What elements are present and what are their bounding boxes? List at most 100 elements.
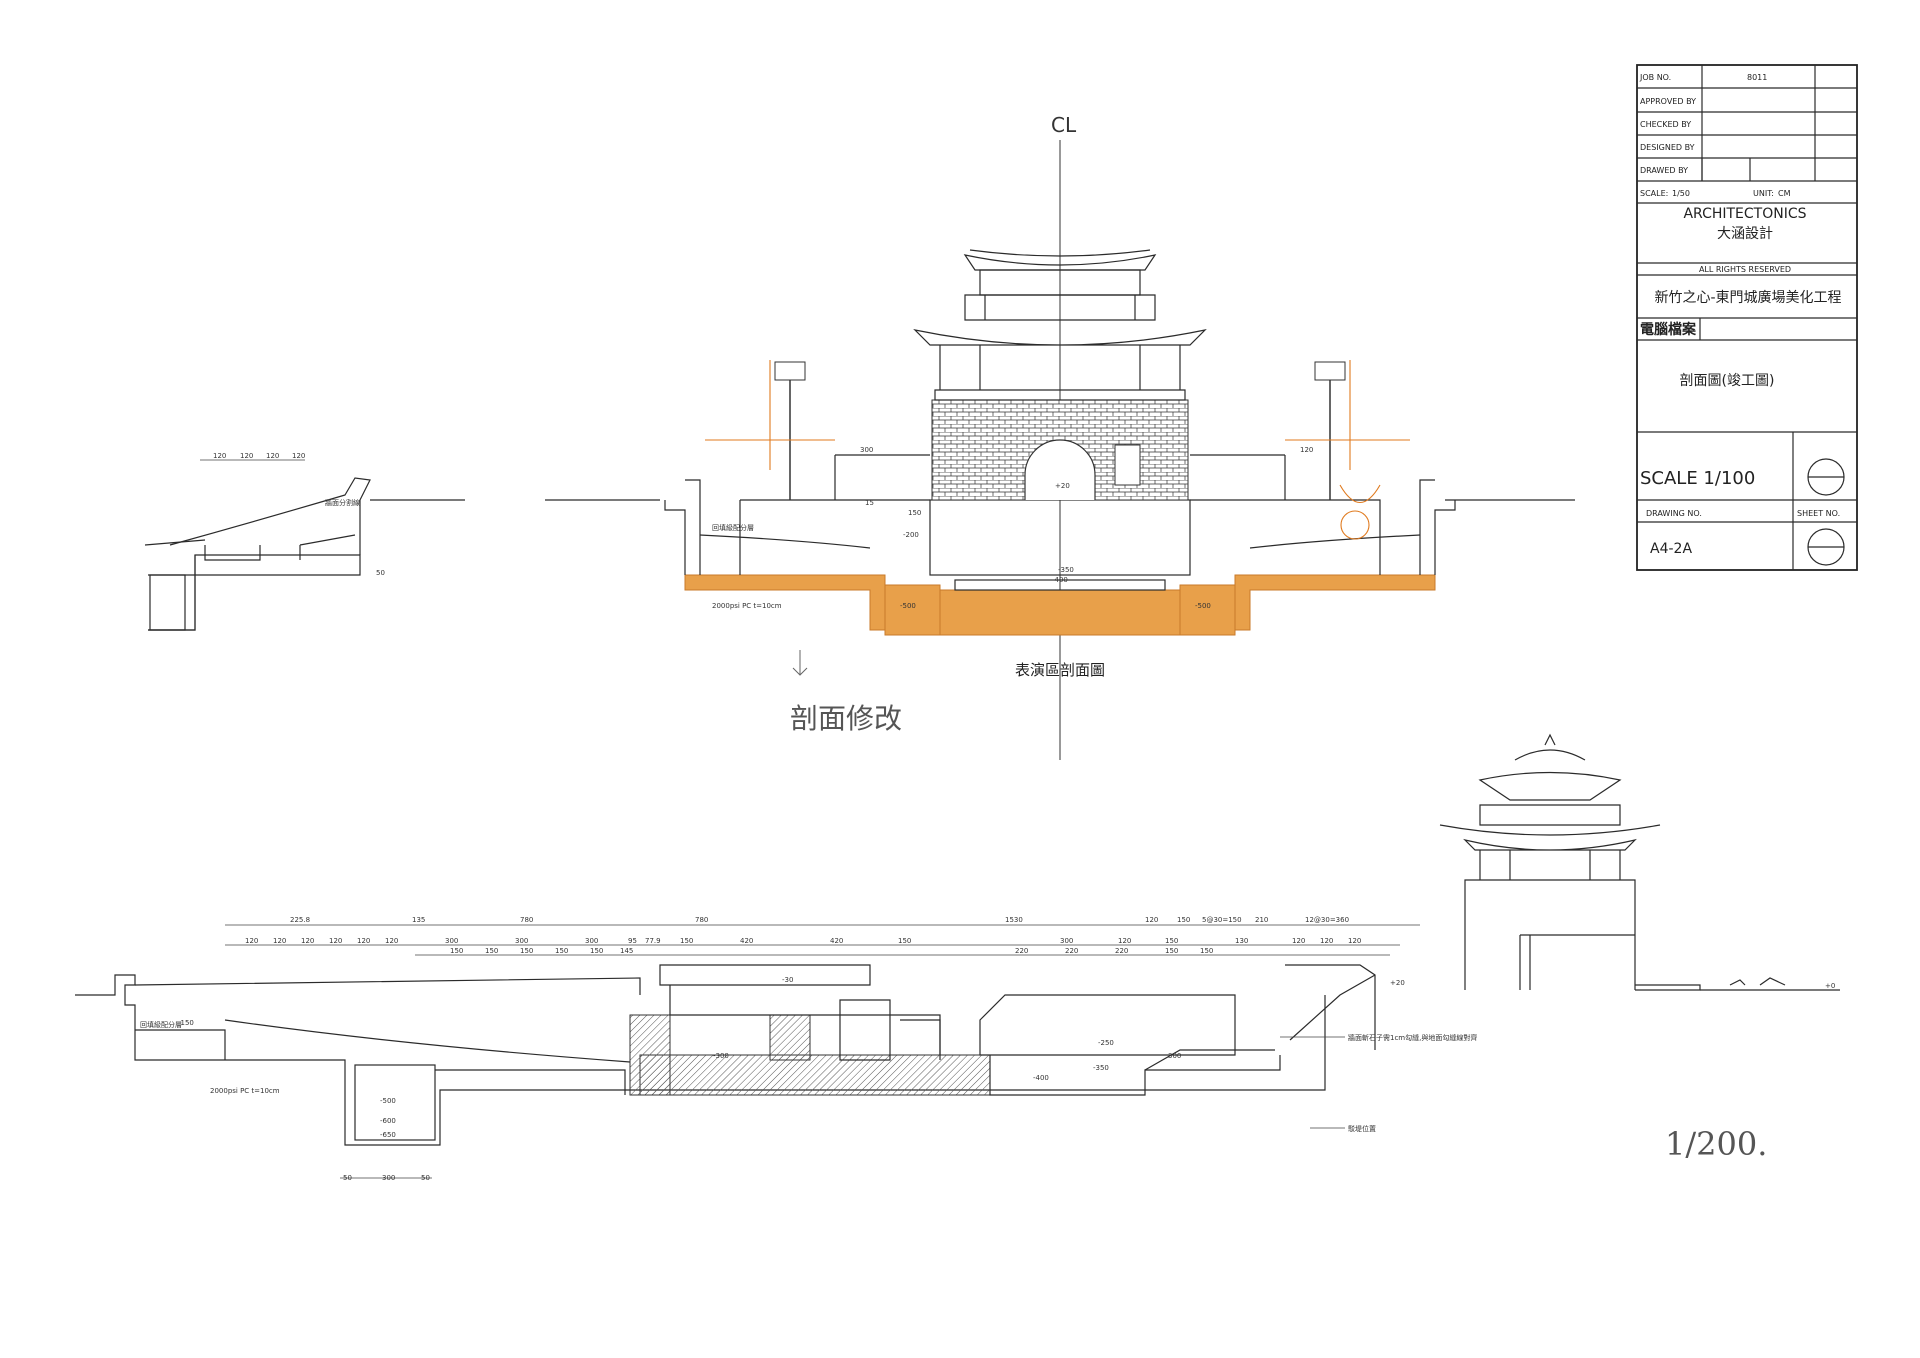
dim3-1: 150 bbox=[485, 947, 498, 955]
upper-lv-plus20: +20 bbox=[1055, 482, 1070, 490]
light-pole-right bbox=[1285, 360, 1410, 500]
upper-dim-300: 300 bbox=[860, 446, 873, 454]
side-dim-1: 120 bbox=[213, 452, 226, 460]
lower-lv-8: -600 bbox=[380, 1117, 396, 1125]
bottom-dim-0: 50 bbox=[343, 1174, 352, 1182]
dim2-3: 120 bbox=[329, 937, 342, 945]
dim1-2: 780 bbox=[520, 916, 533, 924]
upper-dim-15: 15 bbox=[865, 499, 874, 507]
wall-finish-note: 牆面斬石子需1cm勾縫,與地面勾縫線對齊 bbox=[1348, 1033, 1477, 1042]
dim2-8: 300 bbox=[585, 937, 598, 945]
handwritten-note: 剖面修改 bbox=[790, 702, 902, 735]
dim3-6: 220 bbox=[1015, 947, 1028, 955]
lower-lv-1: -30 bbox=[782, 976, 793, 984]
dim2-6: 300 bbox=[445, 937, 458, 945]
upper-caption: 表演區剖面圖 bbox=[1015, 661, 1105, 679]
side-detail: 120 120 120 120 牆面分割線 50 bbox=[144, 452, 465, 631]
upper-pc-note: 2000psi PC t=10cm bbox=[712, 602, 782, 610]
dim2-15: 300 bbox=[1060, 937, 1073, 945]
lower-lv-3: -300 bbox=[713, 1052, 729, 1060]
dim1-4: 1530 bbox=[1005, 916, 1023, 924]
dim2-11: 150 bbox=[680, 937, 693, 945]
scale-value: 1/50 bbox=[1672, 189, 1690, 198]
firm-name-en: ARCHITECTONICS bbox=[1683, 206, 1806, 222]
gate-tower bbox=[913, 249, 1207, 501]
centerline-label: CL bbox=[1051, 113, 1077, 137]
job-no-value: 8011 bbox=[1747, 73, 1767, 82]
side-note: 牆面分割線 bbox=[325, 498, 360, 507]
bottom-dim-1: 300 bbox=[382, 1174, 395, 1182]
dim3-2: 150 bbox=[520, 947, 533, 955]
dim2-12: 420 bbox=[740, 937, 753, 945]
upper-drain-note: 回填級配分層 bbox=[712, 523, 754, 532]
lower-pc-note: 2000psi PC t=10cm bbox=[210, 1087, 280, 1095]
dim2-4: 120 bbox=[357, 937, 370, 945]
lower-sump bbox=[354, 1064, 436, 1141]
lower-lv-9: -650 bbox=[380, 1131, 396, 1139]
dim2-20: 120 bbox=[1320, 937, 1333, 945]
checked-label: CHECKED BY bbox=[1640, 120, 1691, 129]
upper-dim-120: 120 bbox=[1300, 446, 1313, 454]
dim2-7: 300 bbox=[515, 937, 528, 945]
dim2-9: 95 bbox=[628, 937, 637, 945]
sheet-title: 剖面圖(竣工圖) bbox=[1680, 373, 1775, 389]
dim3-5: 145 bbox=[620, 947, 633, 955]
job-no-label: JOB NO. bbox=[1639, 73, 1671, 82]
sheet-no-label: SHEET NO. bbox=[1797, 509, 1840, 518]
dim3-10: 150 bbox=[1200, 947, 1213, 955]
side-dim-2: 120 bbox=[240, 452, 253, 460]
drawed-label: DRAWED BY bbox=[1640, 166, 1688, 175]
drawing-no-value: A4-2A bbox=[1650, 541, 1692, 557]
drawing-no-label: DRAWING NO. bbox=[1646, 509, 1702, 518]
unit-label: UNIT: bbox=[1753, 189, 1774, 198]
lower-lv-5: -350 bbox=[1093, 1064, 1109, 1072]
dim1-8: 210 bbox=[1255, 916, 1268, 924]
computer-file-label: 電腦檔案 bbox=[1640, 321, 1697, 338]
dim2-17: 150 bbox=[1165, 937, 1178, 945]
light-pole-left bbox=[705, 360, 835, 500]
dim3-3: 150 bbox=[555, 947, 568, 955]
side-dim-50: 50 bbox=[376, 569, 385, 577]
lower-lv-2: -150 bbox=[178, 1019, 194, 1027]
scale-big: SCALE 1/100 bbox=[1640, 468, 1755, 489]
dim3-7: 220 bbox=[1065, 947, 1078, 955]
lower-lv-6: -400 bbox=[1033, 1074, 1049, 1082]
side-dim-4: 120 bbox=[292, 452, 305, 460]
lower-section: 225.8 135 780 780 1530 120 150 5@30=150 … bbox=[75, 733, 1840, 1182]
lower-stage-hatch bbox=[639, 1054, 991, 1096]
dim2-1: 120 bbox=[273, 937, 286, 945]
approved-label: APPROVED BY bbox=[1640, 97, 1696, 106]
dim1-7: 5@30=150 bbox=[1202, 916, 1242, 924]
lower-tower bbox=[1439, 733, 1661, 990]
left-sump bbox=[884, 584, 941, 636]
dim3-9: 150 bbox=[1165, 947, 1178, 955]
upper-section: 2000psi PC t=10cm 回填級配分層 +20 -200 -350 -… bbox=[545, 249, 1575, 735]
lower-lv-4: -250 bbox=[1098, 1039, 1114, 1047]
scale-label: SCALE: bbox=[1640, 189, 1668, 198]
dim2-5: 120 bbox=[385, 937, 398, 945]
right-sump bbox=[1179, 584, 1236, 636]
lower-lv-7: -500 bbox=[380, 1097, 396, 1105]
upper-lv-minus500-right: -500 bbox=[1195, 602, 1211, 610]
designed-label: DESIGNED BY bbox=[1640, 143, 1695, 152]
rights-text: ALL RIGHTS RESERVED bbox=[1699, 265, 1791, 274]
dim2-21: 120 bbox=[1348, 937, 1361, 945]
dim1-0: 225.8 bbox=[290, 916, 310, 924]
firm-name-zh: 大涵設計 bbox=[1717, 226, 1773, 242]
dim1-9: 12@30=360 bbox=[1305, 916, 1349, 924]
retaining-note: 駁堤位置 bbox=[1348, 1124, 1376, 1133]
dim1-5: 120 bbox=[1145, 916, 1158, 924]
dim2-10: 77.9 bbox=[645, 937, 661, 945]
upper-lv-minus350: -350 bbox=[1058, 566, 1074, 574]
title-block: JOB NO. 8011 APPROVED BY CHECKED BY DESI… bbox=[1636, 64, 1858, 571]
lower-drain-note: 回填級配分層 bbox=[140, 1020, 182, 1029]
dim1-3: 780 bbox=[695, 916, 708, 924]
dim2-13: 420 bbox=[830, 937, 843, 945]
dim2-0: 120 bbox=[245, 937, 258, 945]
dim3-8: 220 bbox=[1115, 947, 1128, 955]
upper-dim-150: 150 bbox=[908, 509, 921, 517]
bottom-dim-2: 50 bbox=[421, 1174, 430, 1182]
dim2-18: 130 bbox=[1235, 937, 1248, 945]
lower-lv-0: +20 bbox=[1390, 979, 1405, 987]
